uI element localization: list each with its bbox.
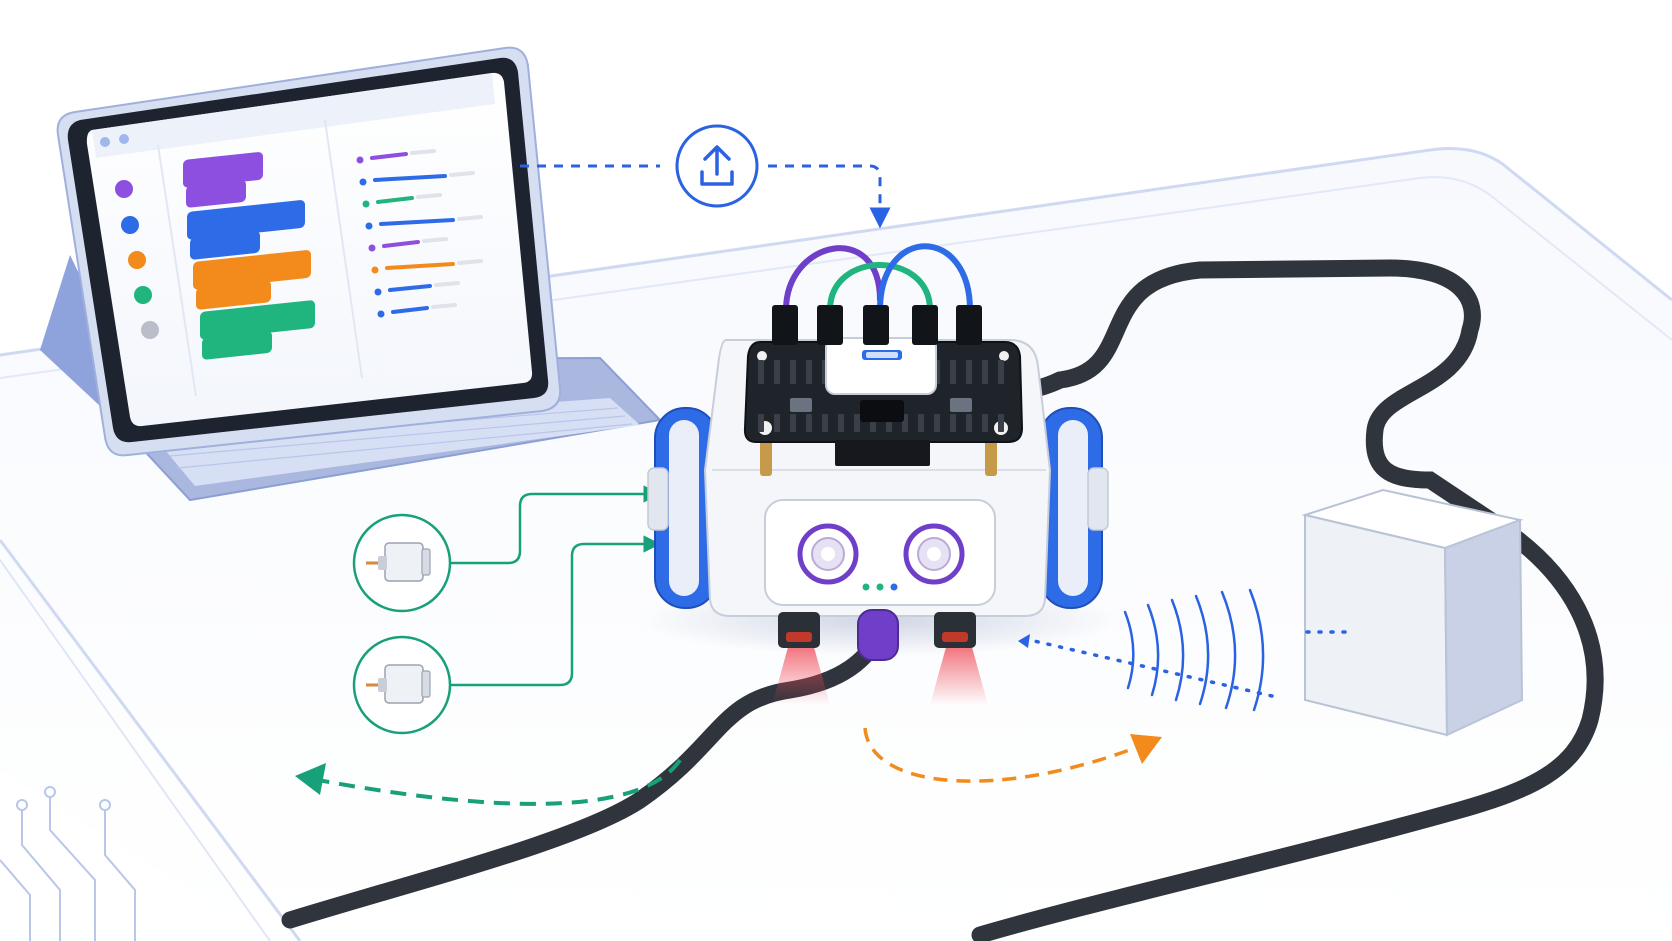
code-block: [196, 280, 271, 310]
header-pin: [774, 414, 780, 432]
header-pin: [758, 360, 764, 384]
block-coding-editor: [92, 73, 495, 397]
code-line: [379, 218, 455, 226]
upload-flow: [520, 124, 891, 229]
code-line-placeholder: [434, 281, 460, 287]
code-block: [183, 152, 263, 188]
jumper-wires: [783, 243, 973, 313]
robot-car: [640, 243, 1120, 705]
header-pin: [806, 414, 812, 432]
code-line-placeholder: [449, 171, 475, 177]
header-pin: [982, 360, 988, 384]
header-pin: [838, 414, 844, 432]
code-line: [391, 306, 429, 314]
code-block: [193, 250, 311, 290]
code-line: [382, 240, 420, 248]
header-pin: [950, 414, 956, 432]
motor-connections: [352, 485, 661, 735]
circuit-trace-icon: [0, 786, 136, 941]
header-pin: [790, 414, 796, 432]
code-line-placeholder: [457, 215, 483, 221]
header-pin: [966, 360, 972, 384]
code-text-lines: [356, 149, 483, 318]
code-bullet: [362, 200, 370, 208]
code-line-placeholder: [431, 303, 457, 309]
code-line: [388, 284, 432, 292]
turn-right-arrow: [863, 727, 1162, 783]
tablet-icon: [40, 46, 663, 502]
header-pin: [982, 414, 988, 432]
code-line: [373, 174, 447, 182]
header-pin: [774, 360, 780, 384]
code-block: [186, 180, 246, 208]
code-bullet: [356, 156, 364, 164]
code-line: [385, 262, 455, 270]
path-left-arrow: [295, 758, 682, 806]
ir-line-sensor-icon: [772, 640, 988, 705]
ultrasonic-sensor-icon: [764, 499, 996, 606]
code-block: [187, 200, 305, 240]
upload-icon: [675, 124, 759, 208]
ultrasonic-waves: [1123, 588, 1265, 712]
category-dot: [141, 321, 159, 339]
header-pin: [934, 414, 940, 432]
code-line: [370, 152, 408, 160]
header-pin: [918, 414, 924, 432]
header-pin: [854, 414, 860, 432]
header-pin: [806, 360, 812, 384]
code-bullet: [374, 288, 382, 296]
code-bullet: [371, 266, 379, 274]
block-palette: [115, 180, 159, 339]
dc-motor-icon: [352, 635, 452, 735]
code-line-placeholder: [457, 259, 483, 265]
wire-connectors: [772, 305, 982, 345]
header-pin: [790, 360, 796, 384]
code-line-placeholder: [410, 149, 436, 155]
code-bullet: [359, 178, 367, 186]
code-line: [376, 196, 414, 204]
left-wheel: [647, 407, 718, 609]
category-dot: [128, 251, 146, 269]
obstacle-cube-icon: [1301, 488, 1524, 737]
header-pin: [966, 414, 972, 432]
code-blocks: [183, 152, 315, 360]
category-dot: [134, 286, 152, 304]
header-pin: [950, 360, 956, 384]
caster-wheel: [857, 609, 899, 661]
code-block: [202, 331, 272, 360]
header-pin: [998, 414, 1004, 432]
echo-path: [1018, 630, 1347, 698]
code-line-placeholder: [416, 193, 442, 199]
code-bullet: [377, 310, 385, 318]
code-bullet: [368, 244, 376, 252]
code-line-placeholder: [422, 237, 448, 243]
right-wheel: [1039, 407, 1109, 609]
header-pin: [758, 414, 764, 432]
code-block: [190, 231, 260, 260]
code-block: [200, 300, 315, 340]
category-dot: [115, 180, 133, 198]
code-bullet: [365, 222, 373, 230]
category-dot: [121, 216, 139, 234]
header-pin: [998, 360, 1004, 384]
header-pin: [822, 414, 828, 432]
dc-motor-icon: [352, 513, 452, 613]
